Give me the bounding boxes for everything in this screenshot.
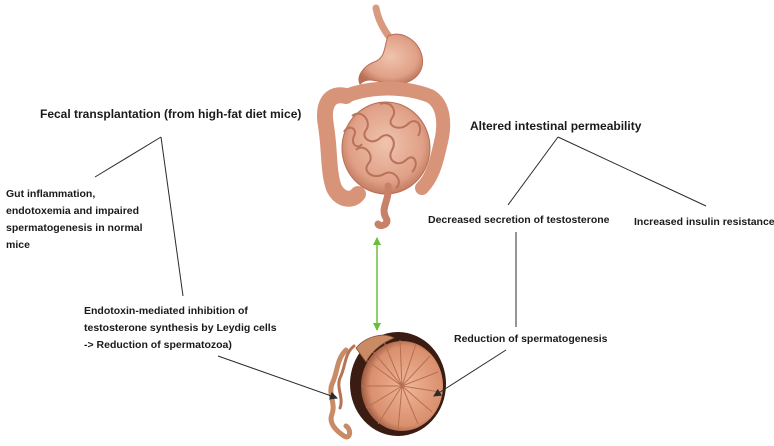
altered-intestinal-permeability-label: Altered intestinal permeability [470, 119, 642, 133]
gut-inflammation-label: Gut inflammation, endotoxemia and impair… [6, 186, 143, 254]
endotoxin-line: -> Reduction of spermatozoa) [84, 339, 232, 351]
endotoxin-line: Endotoxin-mediated inhibition of [84, 305, 248, 317]
left-connector-lines [94, 136, 338, 400]
fecal-transplantation-label: Fecal transplantation (from high-fat die… [40, 107, 302, 121]
endotoxin-inhibition-label: Endotoxin-mediated inhibition of testost… [84, 303, 277, 354]
gut-inflammation-line: Gut inflammation, [6, 188, 96, 200]
reduction-spermatogenesis-label: Reduction of spermatogenesis [454, 333, 608, 345]
gut-inflammation-line: spermatogenesis in normal [6, 222, 143, 234]
gut-inflammation-line: endotoxemia and impaired [6, 205, 140, 217]
testis-illustration [328, 332, 446, 440]
endotoxin-line: testosterone synthesis by Leydig cells [84, 322, 277, 334]
right-connector-lines [433, 136, 707, 397]
insulin-resistance-label: Increased insulin resistance [634, 216, 774, 228]
digestive-tract-illustration [317, 4, 451, 230]
decreased-testosterone-label: Decreased secretion of testosterone [428, 214, 610, 226]
gut-inflammation-line: mice [6, 239, 30, 251]
